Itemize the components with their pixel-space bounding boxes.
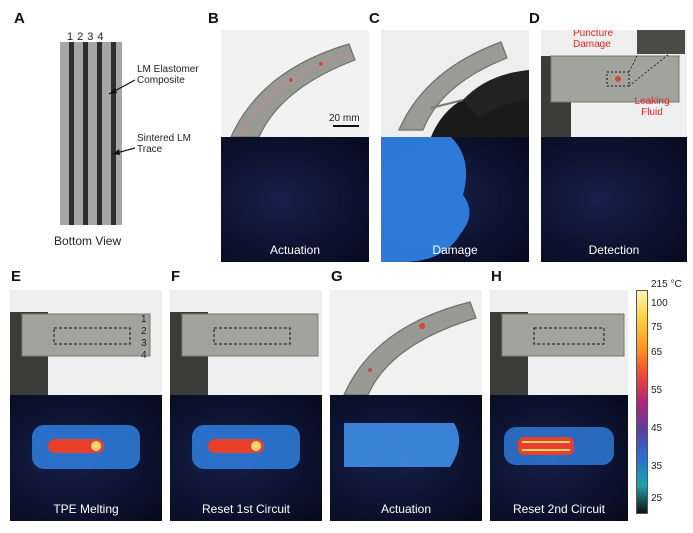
thermal-h: Reset 2nd Circuit: [490, 395, 628, 521]
trace-number: 3: [87, 31, 98, 43]
thermal-b: Actuation: [221, 137, 369, 262]
colorbar-tick: 55: [651, 385, 663, 396]
circuit-number: 3: [141, 338, 147, 349]
caption-actuation-g: Actuation: [380, 502, 432, 516]
colorbar-tick: 35: [651, 461, 663, 472]
panel-letter-c: C: [369, 10, 380, 27]
panel-letter-e: E: [11, 268, 22, 285]
colorbar-tick: 25: [651, 493, 663, 504]
circuit-number: 4: [141, 350, 147, 361]
photo-d-detection: Puncture Damage Leaking Fluid: [541, 30, 687, 137]
photo-g: [330, 290, 482, 395]
thermal-g: Actuation: [330, 395, 482, 521]
caption-detection: Detection: [588, 243, 640, 257]
circuit-number-list: 1 2 3 4: [141, 314, 147, 362]
caption-actuation-b: Actuation: [269, 243, 321, 257]
caption-damage: Damage: [432, 243, 478, 257]
photo-c-damage: [381, 30, 529, 137]
thermal-e: TPE Melting: [10, 395, 162, 521]
colorbar-tick: 75: [651, 322, 663, 333]
temperature-colorbar: [636, 290, 648, 514]
caption-bottom-view: Bottom View: [54, 234, 122, 248]
label-composite: LM Elastomer Composite: [137, 64, 199, 86]
thermal-f: Reset 1st Circuit: [170, 395, 322, 521]
colorbar-tick: 100: [651, 298, 668, 309]
trace-diagram: [60, 42, 136, 225]
caption-reset-2nd: Reset 2nd Circuit: [512, 502, 606, 516]
colorbar-tick: 45: [651, 423, 663, 434]
thermal-d: Detection: [541, 137, 687, 262]
photo-f: [170, 290, 322, 395]
trace-number-list: 1234: [67, 31, 108, 43]
trace-number: 2: [77, 31, 88, 43]
scale-bar-label: 20 mm: [329, 113, 360, 124]
panel-letter-b: B: [208, 10, 219, 27]
panel-letter-h: H: [491, 268, 502, 285]
panel-letter-a: A: [14, 10, 25, 27]
caption-tpe-melting: TPE Melting: [53, 502, 119, 516]
panel-letter-d: D: [529, 10, 540, 27]
trace-number: 1: [67, 31, 78, 43]
circuit-number: 1: [141, 314, 147, 325]
label-trace: Sintered LM Trace: [137, 133, 191, 155]
label-puncture-damage: Puncture Damage: [573, 30, 614, 50]
colorbar-tick: 65: [651, 347, 663, 358]
photo-b-actuator: 20 mm: [221, 30, 369, 137]
panel-letter-g: G: [331, 268, 343, 285]
thermal-c: Damage: [381, 137, 529, 262]
panel-letter-f: F: [171, 268, 181, 285]
photo-h: [490, 290, 628, 395]
trace-number: 4: [97, 31, 108, 43]
circuit-number: 2: [141, 326, 147, 337]
colorbar-tick: 215 °C: [651, 279, 682, 290]
label-leaking-fluid: Leaking Fluid: [634, 96, 670, 118]
photo-e: 1 2 3 4: [10, 290, 162, 395]
caption-reset-1st: Reset 1st Circuit: [201, 502, 291, 516]
